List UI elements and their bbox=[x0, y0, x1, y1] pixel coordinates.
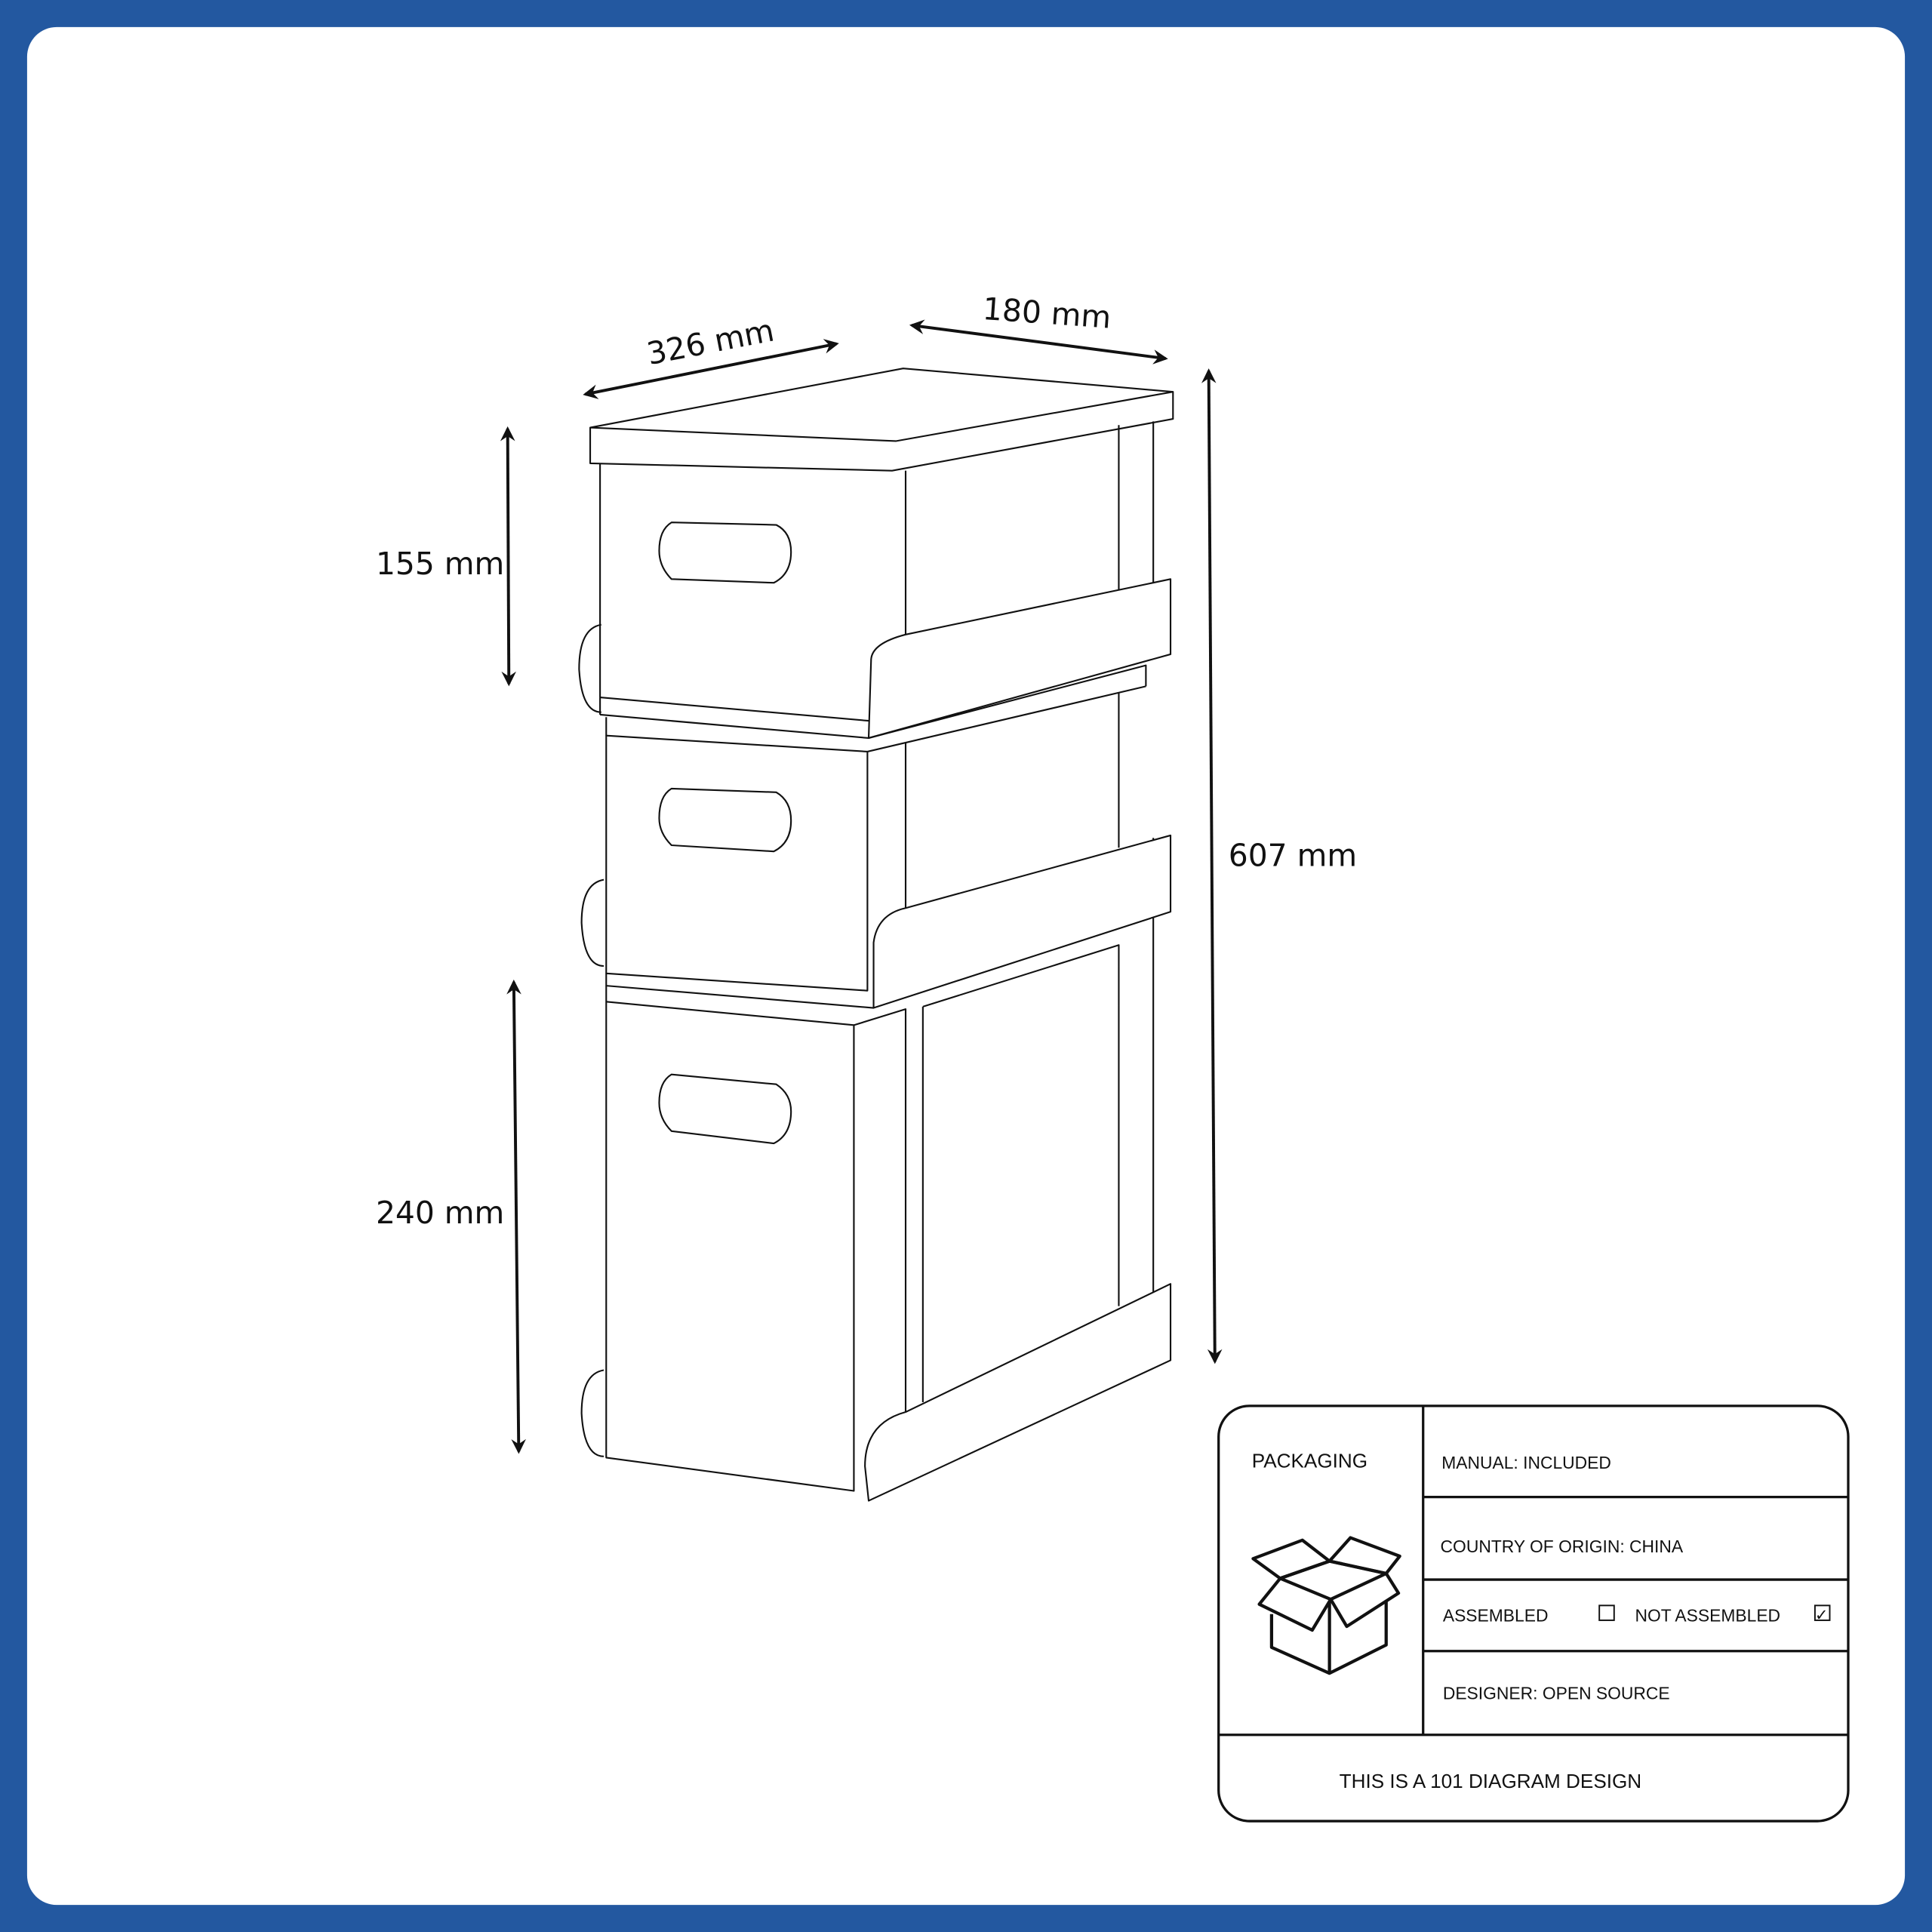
side-knob bbox=[580, 878, 605, 968]
info-table: PACKAGING MANUAL: INCLUDED COUNTRY OF OR… bbox=[1217, 1404, 1850, 1823]
side-knob bbox=[578, 623, 601, 713]
cabinet-lid bbox=[589, 368, 1174, 472]
open-box-icon bbox=[1251, 1536, 1401, 1675]
assembled-checkbox[interactable] bbox=[1598, 1604, 1615, 1621]
side-rail bbox=[864, 1283, 1172, 1502]
drawer-handle bbox=[658, 787, 792, 853]
depth-arrow bbox=[909, 319, 1168, 365]
top-drawer-height-arrow bbox=[500, 426, 517, 687]
top-drawer-height-label: 155 mm bbox=[376, 546, 504, 582]
manual-info: MANUAL: INCLUDED bbox=[1441, 1453, 1611, 1472]
drawer-handle bbox=[658, 521, 792, 584]
assembled-label: ASSEMBLED bbox=[1443, 1606, 1549, 1626]
side-rail bbox=[867, 578, 1172, 740]
depth-label: 180 mm bbox=[982, 291, 1112, 336]
total-height-arrow bbox=[1201, 368, 1223, 1364]
drawer-handle bbox=[658, 1073, 792, 1145]
bottom-drawer bbox=[580, 918, 1172, 1502]
side-knob bbox=[580, 1369, 605, 1457]
designer-info: DESIGNER: OPEN SOURCE bbox=[1443, 1683, 1670, 1703]
drawer-cabinet-drawing bbox=[578, 368, 1174, 1502]
country-of-origin: COUNTRY OF ORIGIN: CHINA bbox=[1441, 1537, 1684, 1556]
top-drawer bbox=[578, 421, 1172, 740]
length-arrow bbox=[583, 339, 839, 399]
not-assembled-label: NOT ASSEMBLED bbox=[1635, 1606, 1781, 1626]
bottom-drawer-height-label: 240 mm bbox=[376, 1195, 504, 1231]
packaging-label: PACKAGING bbox=[1252, 1449, 1367, 1472]
check-mark-icon: ✓ bbox=[1815, 1607, 1829, 1624]
not-assembled-checkbox[interactable] bbox=[1814, 1604, 1831, 1621]
footer-note: THIS IS A 101 DIAGRAM DESIGN bbox=[1340, 1770, 1641, 1792]
bottom-drawer-height-arrow bbox=[506, 979, 526, 1454]
side-rail bbox=[872, 834, 1172, 1009]
total-height-label: 607 mm bbox=[1229, 838, 1357, 874]
